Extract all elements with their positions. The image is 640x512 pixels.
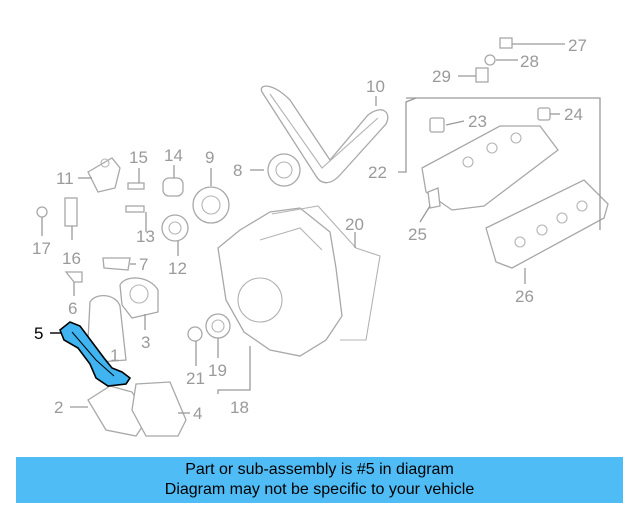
callout-1: 1: [110, 346, 119, 365]
callout-2: 2: [54, 398, 63, 417]
callout-8: 8: [233, 161, 242, 180]
callout-10: 10: [366, 77, 385, 96]
callout-23: 23: [468, 112, 487, 131]
bolt-13-drawing: [125, 205, 145, 213]
banner-line-part: Part or sub-assembly is #5 in diagram: [185, 461, 454, 478]
callout-28: 28: [520, 52, 539, 71]
bracket-drawing: [87, 157, 121, 193]
callout-3: 3: [141, 333, 150, 352]
cam-gear-drawing: [267, 153, 301, 187]
bolt-17-drawing: [36, 206, 48, 218]
seal-19-drawing: [205, 313, 231, 339]
callout-15: 15: [129, 148, 148, 167]
callout-24: 24: [564, 105, 583, 124]
parts-diagram: 1 2 3 4 5 6 7 8 9 10 11 12 13 14 15 16 1…: [32, 36, 609, 437]
callout-16: 16: [62, 249, 81, 268]
callout-11: 11: [56, 169, 74, 188]
callout-17: 17: [32, 239, 51, 258]
banner-line-disclaimer: Diagram may not be specific to your vehi…: [164, 481, 475, 498]
valve-cover-drawing: [421, 125, 559, 211]
clip-6-drawing: [64, 271, 83, 283]
callout-13: 13: [136, 227, 155, 246]
callout-6: 6: [68, 299, 77, 318]
inner-cover-1-drawing: [87, 295, 127, 363]
bracket-7-drawing: [102, 257, 131, 271]
callout-labels: 1 2 3 4 5 6 7 8 9 10 11 12 13 14 15 16 1…: [32, 36, 587, 423]
timing-belt-drawing: [260, 85, 389, 184]
sensor-25-drawing: [427, 187, 441, 209]
sprocket-drawing: [192, 186, 230, 224]
callout-9: 9: [205, 148, 214, 167]
leader-lines: [41, 43, 601, 414]
gasket-20-drawing: [271, 205, 381, 341]
callout-22: 22: [368, 163, 387, 182]
callout-21: 21: [186, 369, 205, 388]
pin-16-drawing: [64, 197, 78, 227]
callout-19: 19: [208, 361, 227, 380]
highlighted-part-5-drawing: [59, 321, 132, 387]
seal-plate-3-drawing: [119, 277, 159, 319]
callout-18: 18: [230, 398, 249, 417]
callout-14: 14: [164, 146, 183, 165]
bushing-14-drawing: [162, 177, 184, 197]
callout-20: 20: [345, 215, 364, 234]
callout-12: 12: [168, 259, 187, 278]
engine-housing-drawing: [217, 207, 343, 357]
idler-pulley-drawing: [161, 214, 189, 242]
valve-cover-gasket-drawing: [485, 179, 609, 269]
parts-27-28-29-drawing: [475, 37, 513, 83]
callout-4: 4: [193, 404, 202, 423]
info-banner: Part or sub-assembly is #5 in diagram Di…: [16, 457, 623, 503]
washer-21-drawing: [187, 326, 203, 342]
bolt-15-drawing: [127, 182, 145, 190]
callout-25: 25: [408, 225, 427, 244]
callout-5: 5: [34, 324, 43, 343]
bolt-23-drawing: [429, 117, 445, 133]
callout-29: 29: [432, 67, 451, 86]
cover-4-drawing: [131, 381, 187, 437]
callout-27: 27: [568, 36, 587, 55]
callout-26: 26: [515, 287, 534, 306]
callout-7: 7: [139, 255, 148, 274]
bolt-24-drawing: [537, 107, 551, 121]
